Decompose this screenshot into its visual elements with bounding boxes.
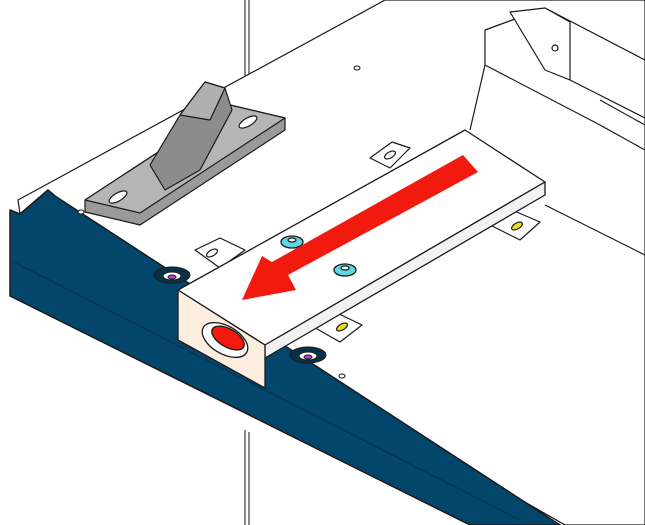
cabinet-structure [469,7,645,256]
screw-holes [77,65,361,379]
latch [84,81,286,226]
direction-arrow-icon [242,155,478,300]
wall-lines [244,0,250,525]
edge-slots [153,266,327,364]
